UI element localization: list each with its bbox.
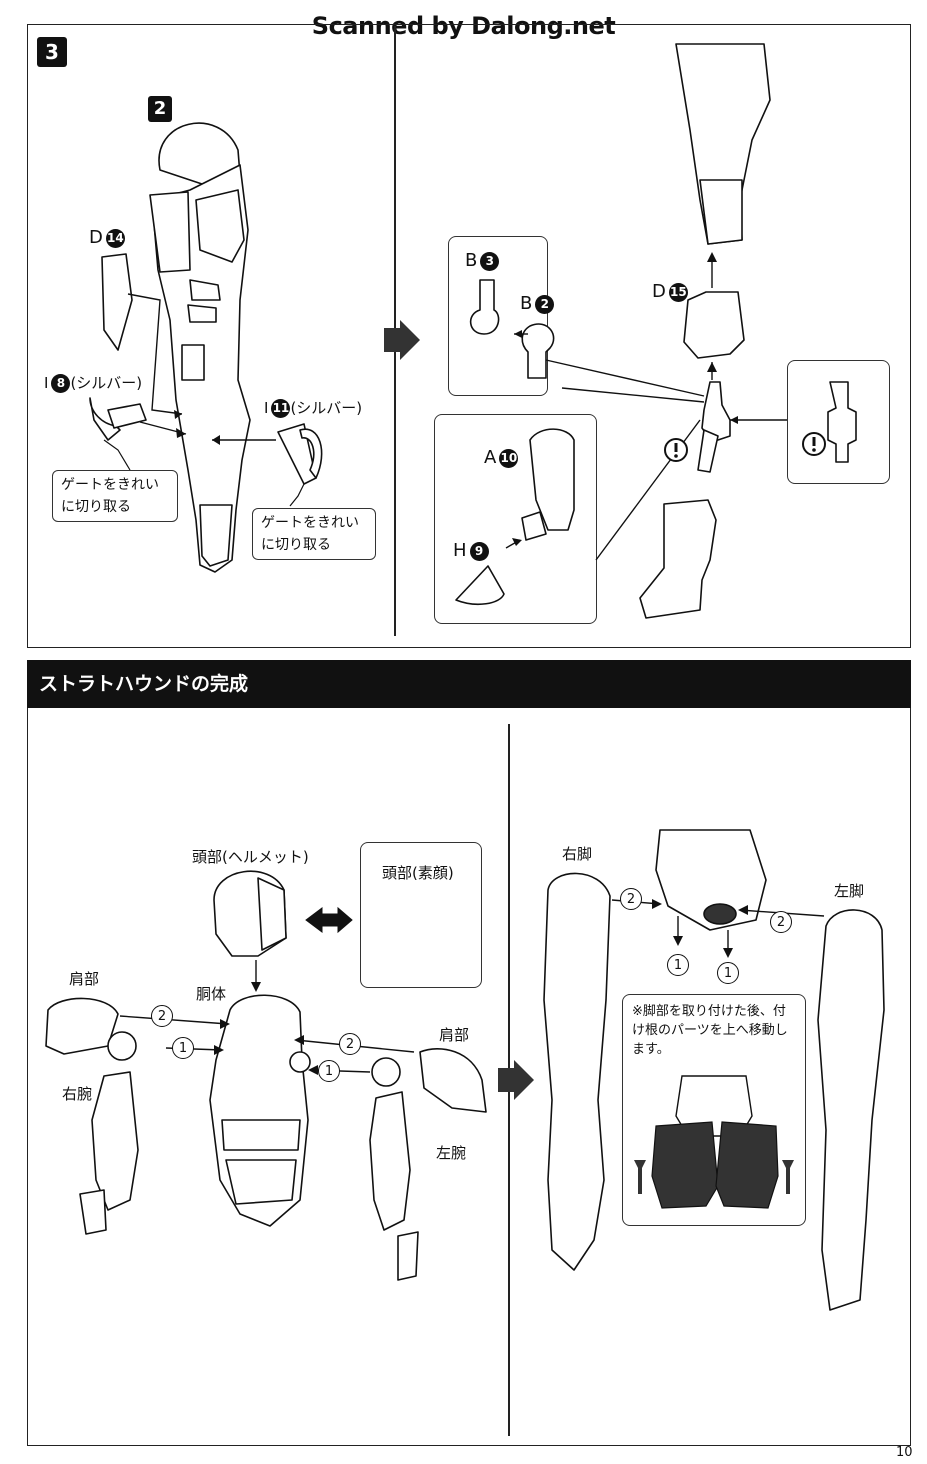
caution-icon bbox=[664, 432, 826, 462]
label-left-arm: 左腕 bbox=[436, 1144, 467, 1162]
leg-note-text: ※脚部を取り付けた後、付け根のパーツを上へ移動します。 bbox=[632, 1004, 788, 1057]
label-head-face: 頭部(素顔) bbox=[382, 864, 454, 882]
label-head-helmet: 頭部(ヘルメット) bbox=[192, 848, 309, 866]
scan-credit: Scanned by Dalong.net bbox=[311, 12, 616, 40]
order-2-left-shoulder: 2 bbox=[151, 1005, 173, 1027]
order-1-hip-right: 1 bbox=[717, 962, 739, 984]
swap-arrow-icon bbox=[305, 906, 353, 934]
order-1-right-arm: 1 bbox=[172, 1037, 194, 1059]
next-arrow-icon bbox=[498, 1060, 534, 1100]
label-torso: 胴体 bbox=[196, 985, 227, 1003]
step3-panel bbox=[27, 24, 911, 648]
gate-note-1: ゲートをきれいに切り取る bbox=[52, 470, 178, 522]
label-right-leg: 右脚 bbox=[562, 845, 593, 863]
order-1-left-arm: 1 bbox=[318, 1060, 340, 1082]
label-shoulder-left: 肩部 bbox=[69, 970, 100, 988]
label-right-arm: 右腕 bbox=[62, 1085, 93, 1103]
page-number: 10 bbox=[896, 1445, 913, 1460]
next-arrow-icon bbox=[384, 320, 420, 360]
gate-note-2: ゲートをきれいに切り取る bbox=[252, 508, 376, 560]
label-shoulder-right: 肩部 bbox=[439, 1026, 470, 1044]
sub-step-number: 2 bbox=[148, 96, 172, 122]
label-left-leg: 左脚 bbox=[834, 882, 865, 900]
lower-leg-assembly-illustration bbox=[455, 43, 857, 619]
order-2-right-shoulder: 2 bbox=[339, 1033, 361, 1055]
order-2-right-leg: 2 bbox=[620, 888, 642, 910]
leg-assembly-illustration bbox=[89, 122, 323, 573]
order-1-hip-left: 1 bbox=[667, 954, 689, 976]
leg-note-illustration bbox=[634, 1075, 794, 1209]
completion-title: ストラトハウンドの完成 bbox=[27, 660, 911, 708]
step-number: 3 bbox=[37, 37, 67, 67]
order-2-left-leg: 2 bbox=[770, 911, 792, 933]
inset-face bbox=[360, 842, 482, 988]
